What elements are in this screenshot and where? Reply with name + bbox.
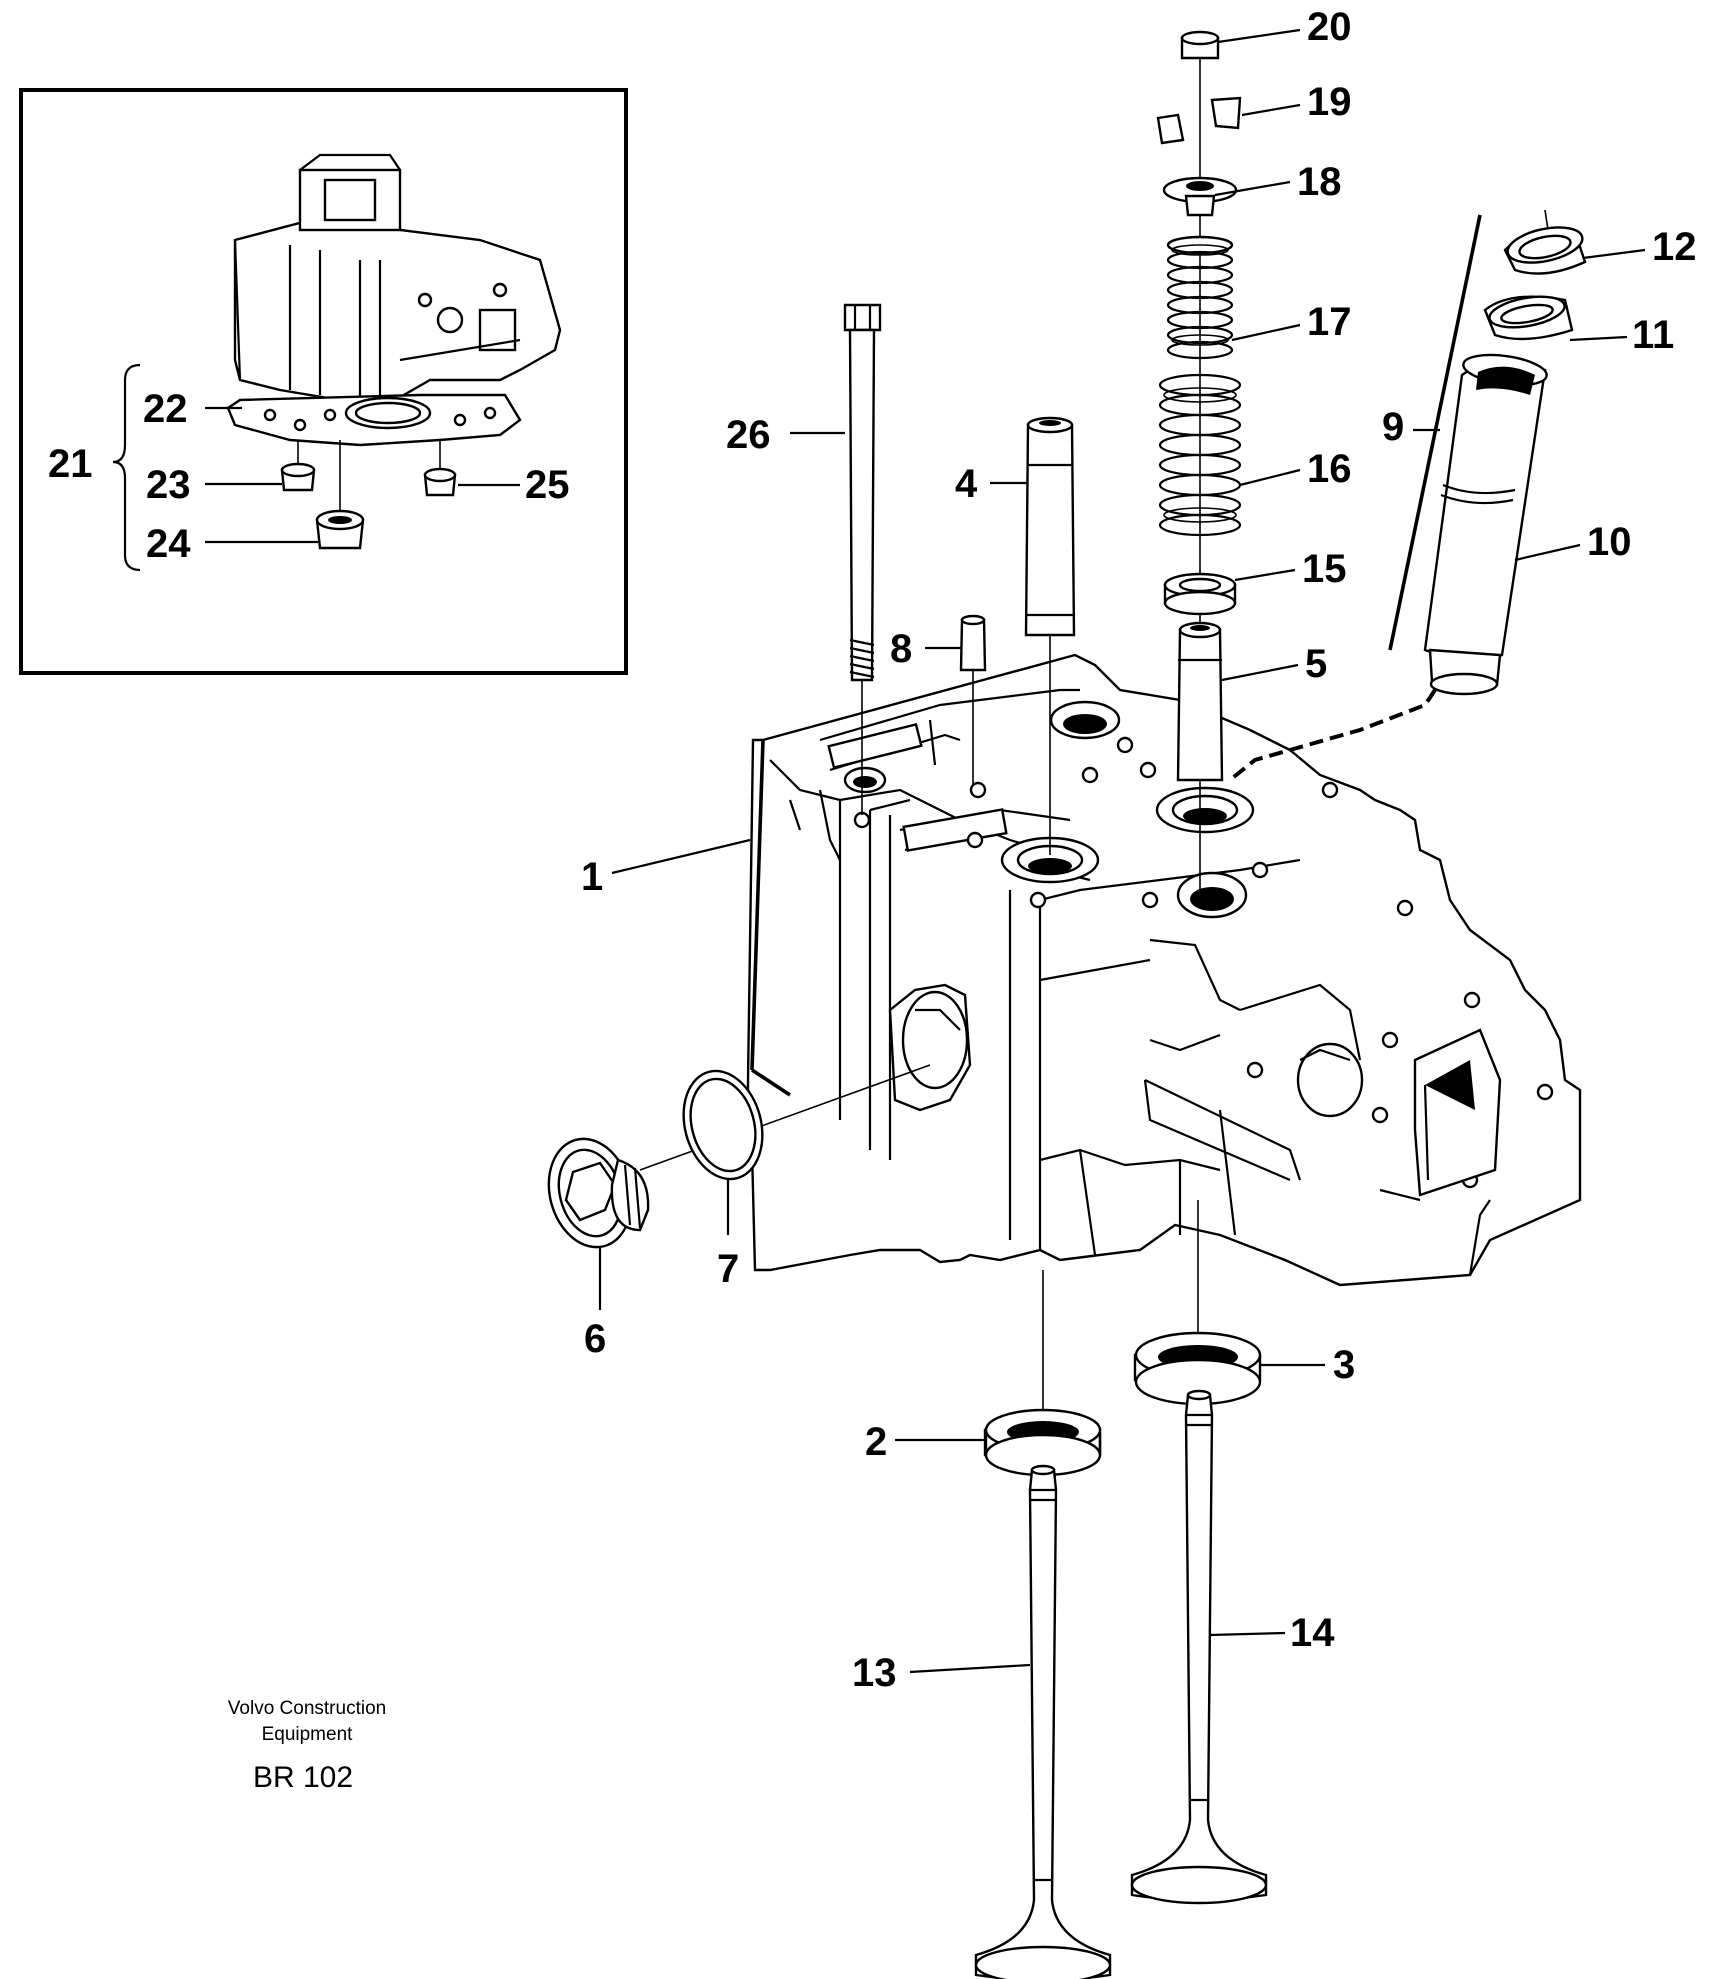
callout-1: 1 — [581, 855, 603, 899]
drawing-code: BR 102 — [253, 1761, 353, 1794]
callout-21: 21 — [48, 442, 93, 486]
valve-guide-4-drawing — [1024, 416, 1076, 855]
callout-18: 18 — [1297, 160, 1342, 204]
callout-17: 17 — [1307, 300, 1352, 344]
leader-lines — [611, 28, 1646, 1674]
valve-stack-drawing — [1156, 30, 1242, 890]
spring-seat-15-drawing — [1163, 572, 1237, 616]
callout-13: 13 — [852, 1651, 897, 1695]
inner-spring-17-drawing — [1166, 235, 1234, 360]
cylinder-head-drawing — [746, 653, 1582, 1287]
inset-seal-24-drawing — [315, 440, 365, 550]
callout-15: 15 — [1302, 547, 1347, 591]
spring-retainer-18-drawing — [1162, 176, 1238, 217]
callout-23: 23 — [146, 463, 191, 507]
inset-gasket-drawing — [226, 393, 522, 447]
inset-gasket-kit — [19, 88, 628, 675]
callout-24: 24 — [146, 522, 191, 566]
valve-collets-19-drawing — [1156, 96, 1242, 145]
injector-sleeve-10-drawing — [1423, 353, 1548, 696]
callout-19: 19 — [1307, 80, 1352, 124]
callout-2: 2 — [865, 1420, 887, 1464]
callout-25: 25 — [525, 463, 570, 507]
injector-sleeve-group-drawing — [1388, 209, 1587, 696]
inset-seal-25-drawing — [423, 440, 457, 497]
callout-12: 12 — [1652, 225, 1697, 269]
callout-22: 22 — [143, 387, 188, 431]
o-ring-7-drawing — [682, 1069, 764, 1235]
callout-6: 6 — [584, 1317, 606, 1361]
exhaust-valve-14-drawing — [1130, 1389, 1268, 1905]
brand-line-1: Volvo Construction — [228, 1698, 386, 1719]
callout-5: 5 — [1305, 642, 1327, 686]
inset-frame — [19, 88, 628, 675]
sleeve-dashed-path — [1228, 688, 1437, 782]
callout-10: 10 — [1587, 520, 1632, 564]
callout-9: 9 — [1382, 405, 1404, 449]
callout-4: 4 — [955, 462, 978, 506]
intake-valve-13-drawing — [974, 1464, 1112, 1979]
callout-11: 11 — [1632, 313, 1674, 357]
callout-16: 16 — [1307, 447, 1352, 491]
seal-ring-11-drawing — [1483, 295, 1574, 341]
valve-guide-5-drawing — [1176, 621, 1224, 782]
brace-21 — [112, 363, 141, 572]
cylinder-head-bolt-26-drawing — [843, 303, 882, 815]
callout-7: 7 — [717, 1247, 739, 1291]
seal-ring-12-drawing — [1503, 209, 1587, 275]
bracket-9 — [1388, 214, 1482, 651]
plug-6-drawing — [547, 1064, 931, 1310]
callout-8: 8 — [890, 627, 912, 671]
footer-branding: Volvo Construction Equipment BR 102 — [228, 1698, 386, 1794]
callout-3: 3 — [1333, 1343, 1355, 1387]
valve-seat-2-drawing — [983, 1270, 1102, 1477]
callout-26: 26 — [726, 413, 771, 457]
valve-cap-20-drawing — [1180, 30, 1220, 60]
inset-cylinder-head-drawing — [233, 153, 562, 407]
inset-seal-23-drawing — [280, 440, 316, 492]
callout-labels: 20 19 18 17 16 15 5 12 11 10 9 26 4 8 1 … — [48, 5, 1697, 1695]
dowel-pin-8-drawing — [959, 614, 987, 785]
brand-line-2: Equipment — [262, 1724, 354, 1745]
callout-20: 20 — [1307, 5, 1352, 49]
callout-14: 14 — [1290, 1611, 1335, 1655]
